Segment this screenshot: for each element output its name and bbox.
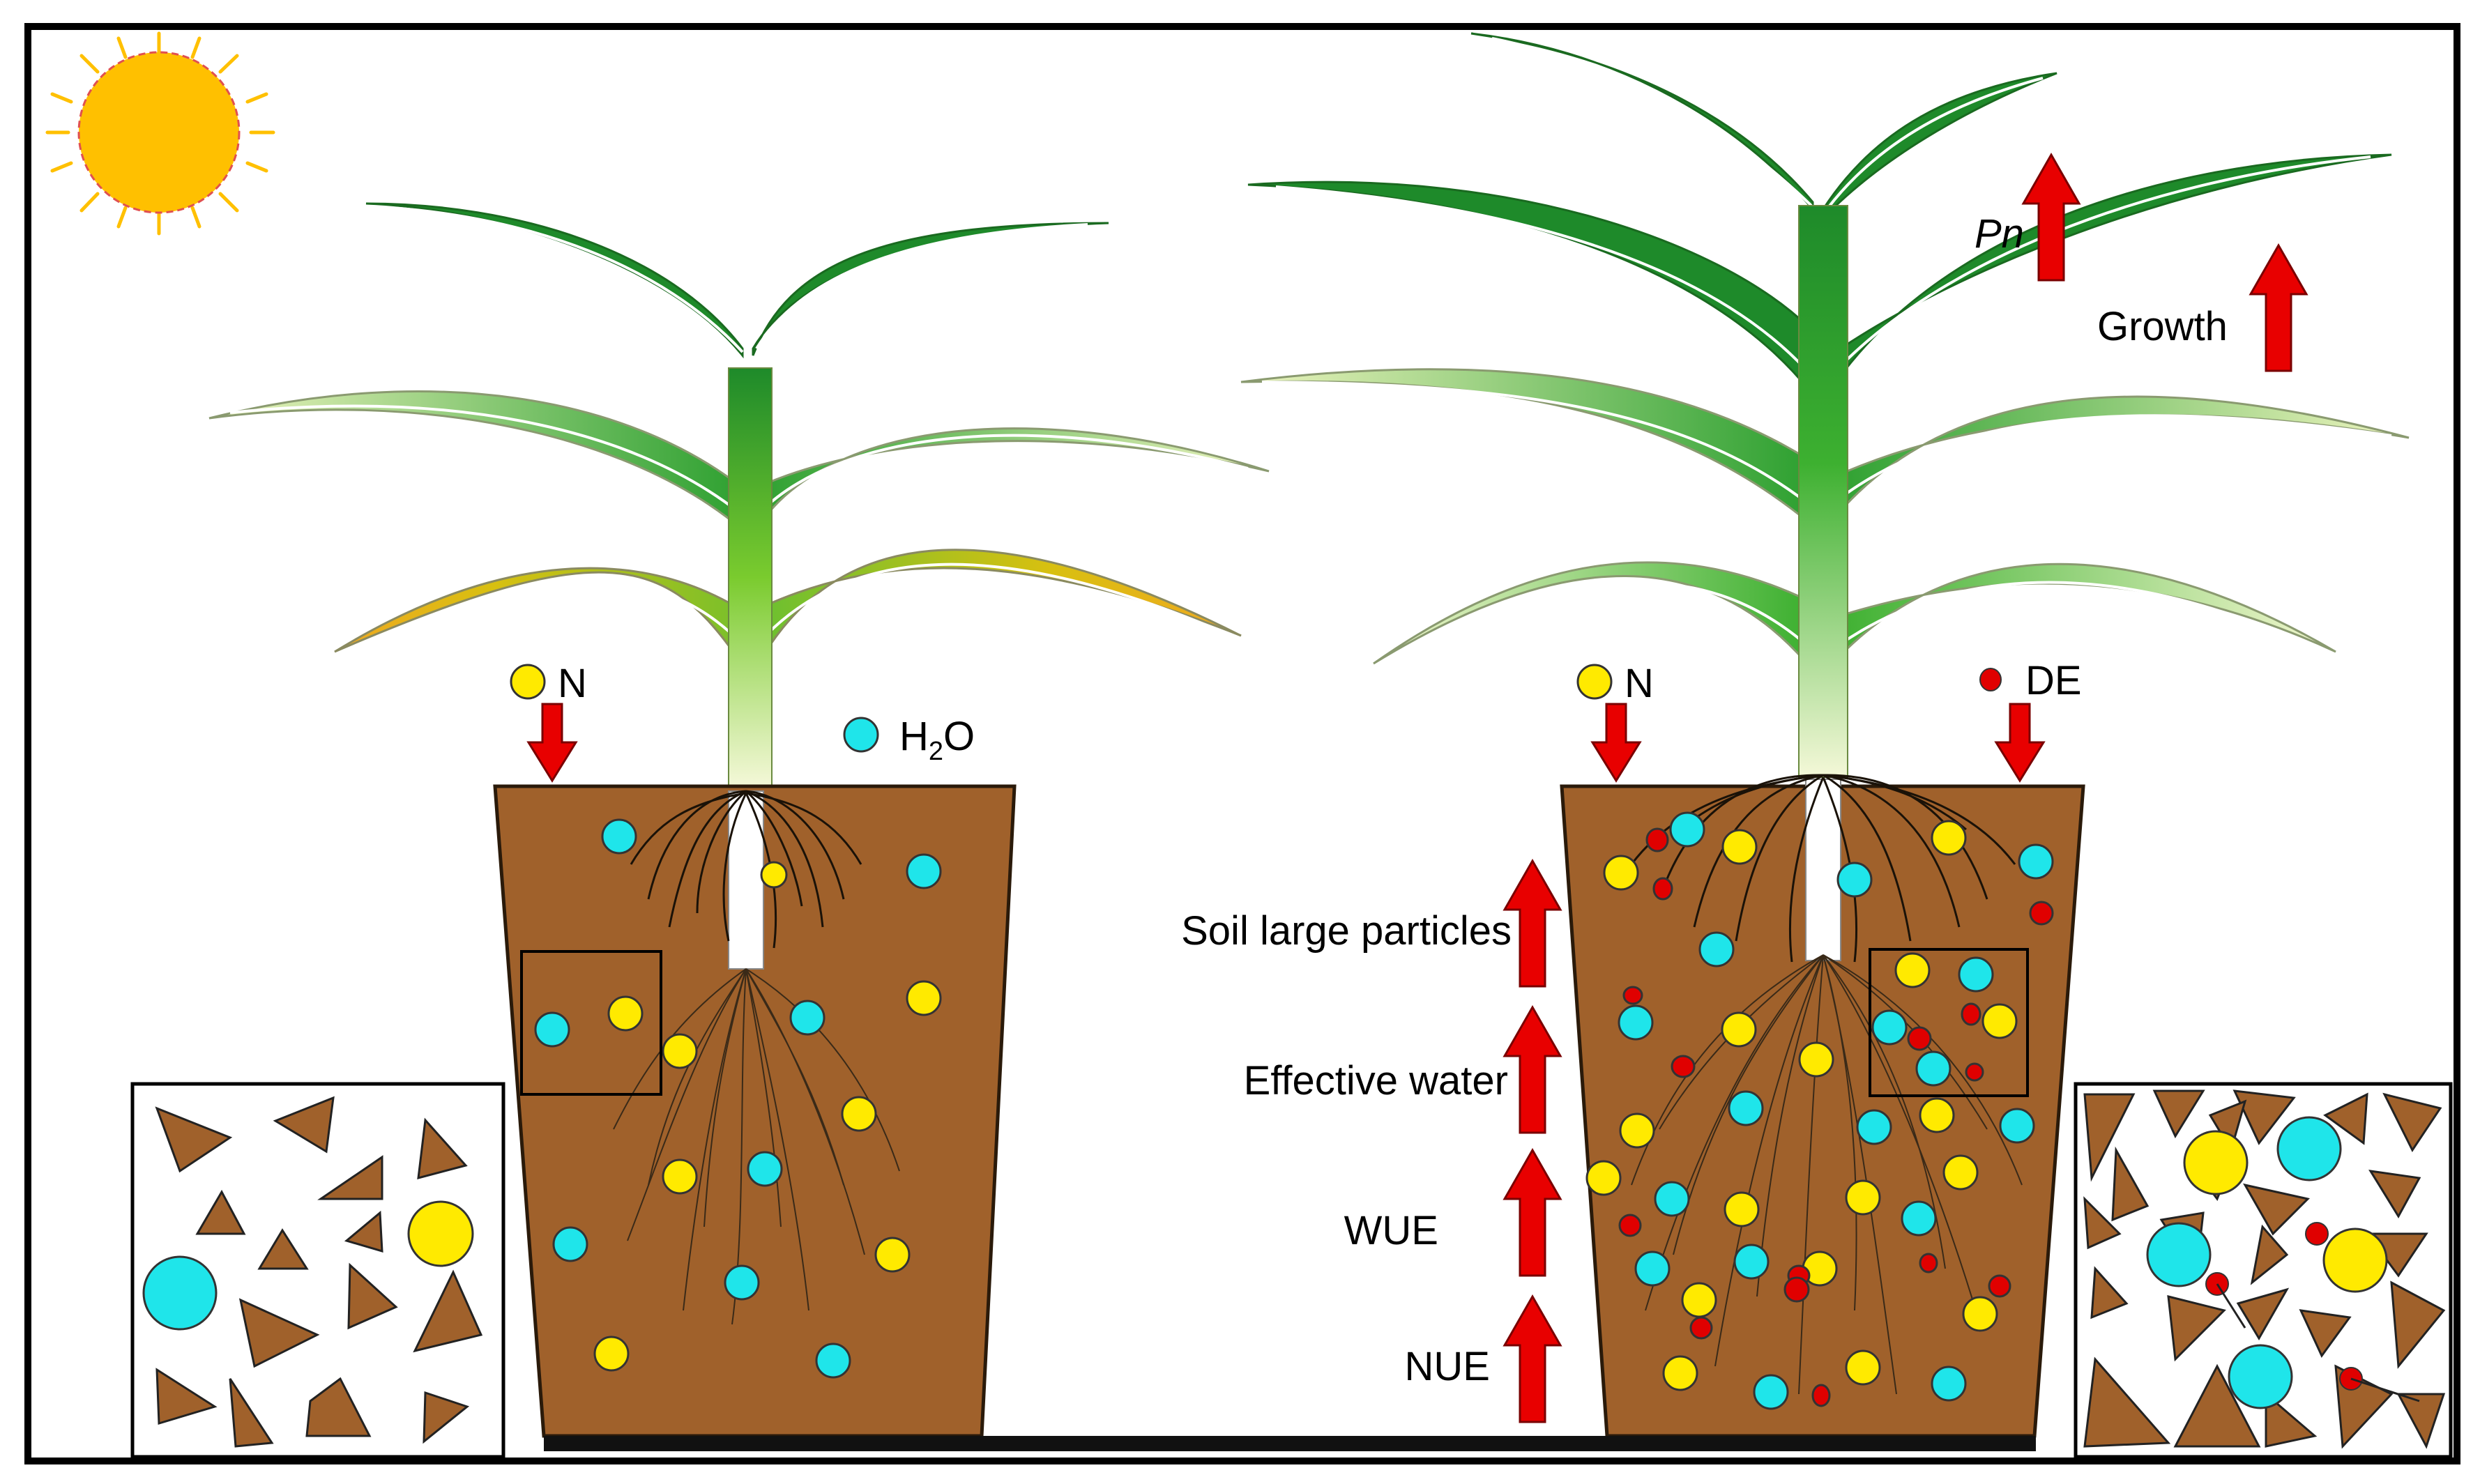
right-leaf-second-right [1829,153,2392,391]
left-pot [493,784,1017,1438]
left-stem [728,367,773,787]
growth-label: Growth [2097,304,2228,349]
de-legend-dot [1979,668,2002,691]
left-leaf-middle-right [755,427,1270,534]
nue-label: NUE [1405,1344,1490,1389]
de-label: DE [2025,658,2082,703]
right-stem [1798,205,1848,778]
right-leaf-top-left [1470,32,1814,213]
right-pot [1560,774,2085,1438]
left-leaf-middle-left [208,390,744,533]
water-label: H2O [899,714,975,766]
left-soil-inset [130,1082,505,1459]
nitrogen-legend-dot-left [510,664,546,700]
water-legend-dot [843,717,879,753]
pn-label: Pn [1975,211,2024,257]
ground-bar [544,1436,2036,1451]
soil-large-particles-label: Soil large particles [1181,908,1512,954]
left-leaf-upper-right [752,222,1109,356]
right-plant [1240,32,2410,778]
left-plant [208,202,1270,787]
right-roots [1630,774,2016,963]
right-leaf-middle-left [1240,368,1811,526]
right-pot-particles [1585,811,2054,1410]
left-fine-roots [613,968,900,1325]
nitrogen-legend-dot-right [1576,664,1613,700]
right-zoom-box [1869,948,2029,1097]
right-leaf-second-left [1247,181,1811,394]
wue-label: WUE [1344,1208,1438,1253]
nitrogen-label-right: N [1625,661,1654,706]
left-leaf-lower-left [334,567,737,659]
right-leaf-middle-right [1829,395,2410,523]
sun-icon [45,31,275,236]
nitrogen-label-left: N [558,661,587,706]
effective-water-label: Effective water [1244,1058,1508,1103]
right-leaf-top-right [1821,72,2057,211]
left-zoom-box [520,950,662,1096]
left-pot-particles [552,818,942,1379]
right-soil-inset [2074,1082,2453,1459]
